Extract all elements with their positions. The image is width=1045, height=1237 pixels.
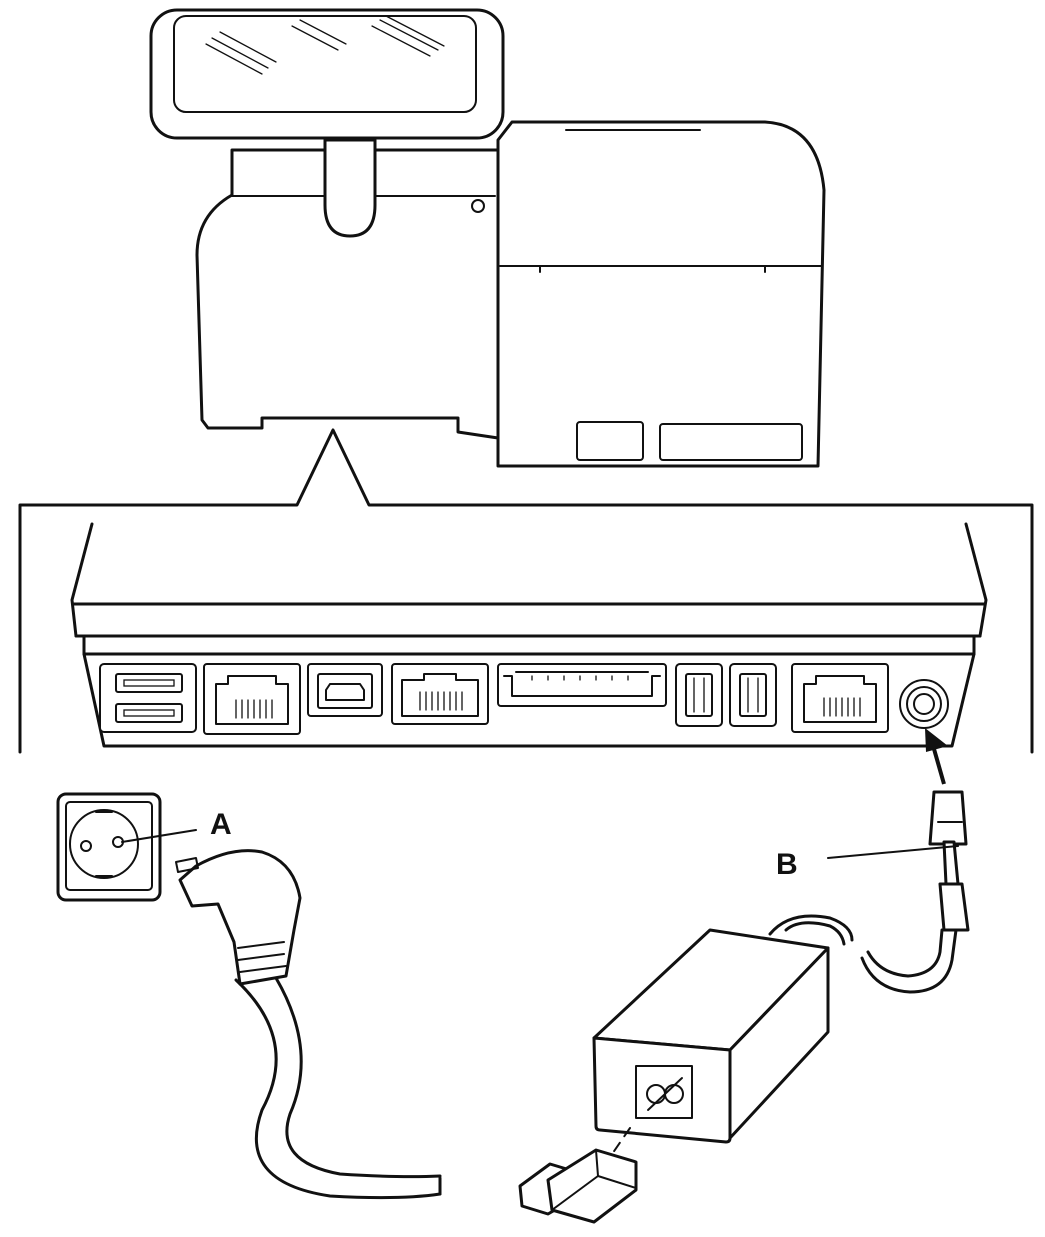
dc-power-jack xyxy=(899,679,949,729)
insertion-arrow xyxy=(925,728,948,785)
ethernet-port-3 xyxy=(791,663,889,733)
adapter-side xyxy=(728,946,830,1140)
mains-plug xyxy=(178,849,302,986)
usb-a-port-left xyxy=(675,663,723,727)
ac-inlet xyxy=(635,1065,693,1119)
indicator-led xyxy=(471,199,485,213)
usb-a-dual-port xyxy=(99,663,197,733)
label-a: A xyxy=(210,808,232,841)
pos-terminal xyxy=(149,8,826,468)
rear-port-panel xyxy=(70,522,988,748)
ethernet-port-2 xyxy=(391,663,489,725)
serial-connector xyxy=(497,663,667,707)
ethernet-port-1 xyxy=(203,663,301,735)
terminal-body xyxy=(195,148,500,440)
dc-plug xyxy=(928,790,970,932)
label-b-leader xyxy=(827,845,959,859)
iec-connector xyxy=(518,1148,638,1224)
printer-body xyxy=(496,120,826,468)
customer-display xyxy=(149,8,505,140)
label-b: B xyxy=(776,848,798,881)
printer-vent-large xyxy=(659,423,803,461)
printer-vent-small xyxy=(576,421,644,461)
display-stand xyxy=(323,138,377,238)
usb-b-port xyxy=(307,663,383,717)
power-adapter xyxy=(592,914,958,1161)
usb-a-port-right xyxy=(729,663,777,727)
mains-power-cable xyxy=(175,849,442,1200)
zoom-callout-frame xyxy=(18,428,1034,754)
wall-socket xyxy=(56,792,197,902)
